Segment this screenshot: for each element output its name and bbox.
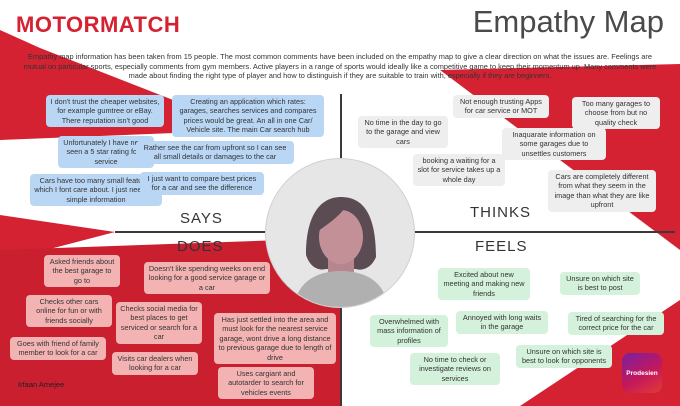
- feels-note: Annoyed with long waits in the garage: [456, 311, 548, 334]
- thinks-label: THINKS: [470, 204, 532, 221]
- says-note: I don't trust the cheaper websites, for …: [46, 95, 164, 128]
- feels-note: Excited about new meeting and making new…: [438, 268, 530, 301]
- badge-label: Prodesien: [626, 369, 658, 377]
- feels-note: Unsure on which site is best to post: [560, 272, 640, 295]
- page-title: Empathy Map: [472, 4, 664, 39]
- thinks-note: Too many garages to choose from but no q…: [572, 97, 660, 130]
- thinks-note: No time in the day to go to the garage a…: [358, 116, 448, 149]
- does-note: Checks social media for best places to g…: [116, 302, 202, 344]
- brand-logo: MOTORMATCH: [16, 12, 181, 37]
- says-label: SAYS: [180, 210, 223, 227]
- prodesien-logo-icon: Prodesien: [622, 353, 662, 393]
- feels-label: FEELS: [475, 238, 528, 255]
- does-note: Checks other cars online for fun or with…: [26, 295, 112, 328]
- feels-note: No time to check or investigate reviews …: [410, 353, 500, 386]
- does-label: DOES: [177, 238, 224, 255]
- thinks-note: Not enough trusting Apps for car service…: [453, 95, 549, 118]
- intro-text: Empathy map information has been taken f…: [23, 52, 657, 81]
- does-note: Uses cargiant and autotarder to search f…: [218, 367, 314, 400]
- author-name: Irfaan Amejee: [18, 380, 65, 389]
- thinks-note: Inaquarate information on some garages d…: [502, 128, 606, 161]
- thinks-note: Cars are completely different from what …: [548, 170, 656, 212]
- feels-note: Overwhelmed with mass information of pro…: [370, 315, 448, 348]
- does-note: Visits car dealers when looking for a ca…: [112, 352, 198, 375]
- woman-avatar-icon: [265, 158, 415, 308]
- feels-note: Unsure on which site is best to look for…: [516, 345, 612, 368]
- says-note: Rather see the car from upfront so I can…: [136, 141, 294, 164]
- feels-note: Tired of searching for the correct price…: [568, 312, 664, 335]
- says-note: Creating an application which rates: gar…: [172, 95, 324, 137]
- does-note: Doesn't like spending weeks on end looki…: [144, 262, 270, 295]
- thinks-note: booking a waiting for a slot for service…: [413, 154, 505, 187]
- says-note: I just want to compare best prices for a…: [140, 172, 264, 195]
- does-note: Has just settled into the area and must …: [214, 313, 336, 365]
- does-note: Goes with friend of family member to loo…: [10, 337, 106, 360]
- does-note: Asked friends about the best garage to g…: [44, 255, 120, 288]
